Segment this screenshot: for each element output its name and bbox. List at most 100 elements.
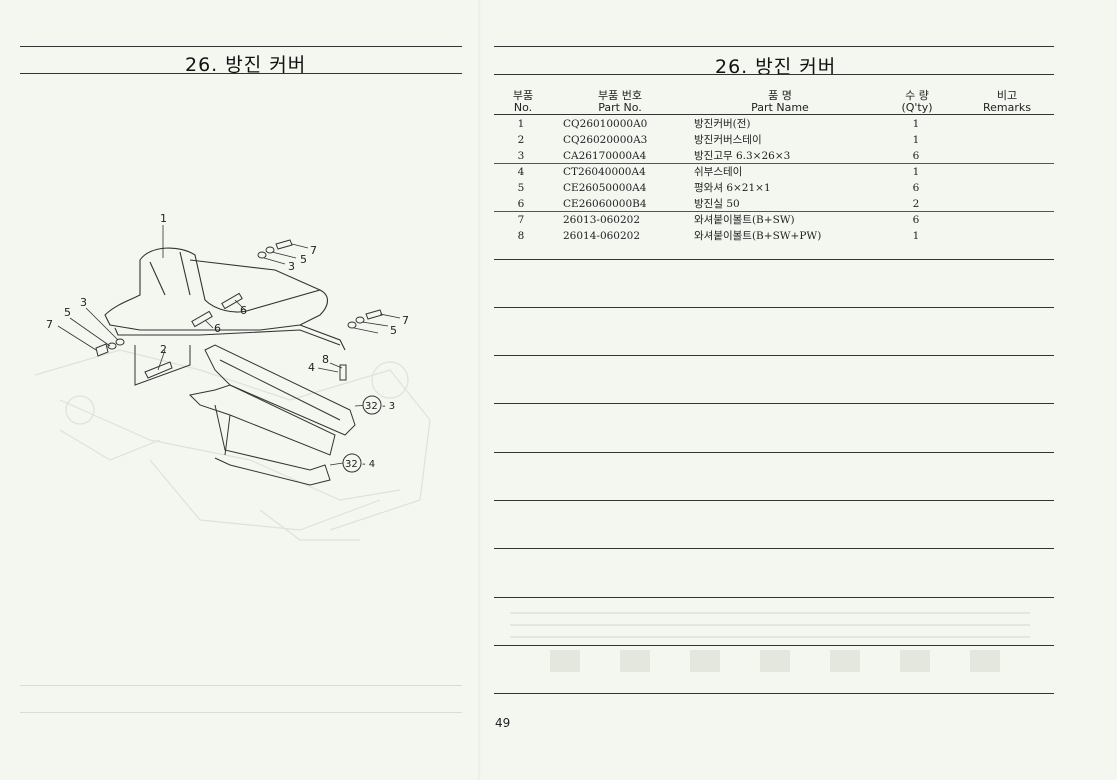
table-row: 3 CA26170000A4 방진고무 6.3×26×3 6 (480, 148, 1117, 164)
header-rule (494, 114, 1054, 115)
callout-6a: 6 (240, 304, 247, 317)
row-part-no: CE26060000B4 (563, 198, 647, 210)
reference-callout-32-3: 32 - 3 (362, 395, 395, 415)
dust-cover-part (104, 247, 346, 351)
row-qty: 1 (912, 166, 920, 178)
row-part-no: CQ26010000A0 (563, 118, 648, 130)
row-part-no: CT26040000A4 (563, 166, 646, 178)
callout-leaders (57, 225, 401, 466)
svg-text:32: 32 (345, 459, 358, 470)
callout-4: 4 (308, 361, 315, 374)
row-part-no: 26013-060202 (563, 214, 641, 226)
row-no: 4 (517, 166, 525, 178)
ruled-line (494, 693, 1054, 694)
row-part-name: 평와셔 6×21×1 (694, 182, 771, 194)
callout-5b: 5 (390, 324, 397, 337)
title-rule-top (20, 46, 462, 47)
table-row: 5 CE26050000A4 평와셔 6×21×1 6 (480, 180, 1117, 196)
row-part-name: 와셔붙이볼트(B+SW+PW) (694, 230, 822, 242)
bleed-through-shading (510, 650, 1030, 672)
callout-5a: 5 (300, 253, 307, 266)
left-page-title: 26. 방진 커버 (185, 54, 307, 76)
callout-7a: 7 (310, 244, 317, 257)
left-page: 26. 방진 커버 (0, 0, 480, 780)
row-no: 1 (517, 118, 525, 130)
callout-7c: 7 (46, 318, 53, 331)
row-no: 5 (517, 182, 525, 194)
callout-7b: 7 (402, 314, 409, 327)
row-part-name: 방진커버스테이 (694, 134, 762, 146)
bleed-rule-2 (20, 712, 462, 713)
table-row: 2 CQ26020000A3 방진커버스테이 1 (480, 132, 1117, 148)
row-part-no: 26014-060202 (563, 230, 641, 242)
row-part-name: 방진실 50 (694, 198, 740, 210)
callout-2: 2 (160, 343, 167, 356)
callout-8: 8 (322, 353, 329, 366)
row-qty: 6 (912, 214, 920, 226)
svg-text:32: 32 (365, 401, 378, 412)
svg-text:- 3: - 3 (382, 401, 395, 412)
row-no: 3 (517, 150, 525, 162)
ruled-line (494, 403, 1054, 404)
svg-text:- 4: - 4 (362, 459, 375, 470)
ruled-line (494, 597, 1054, 598)
table-row: 8 26014-060202 와셔붙이볼트(B+SW+PW) 1 (480, 228, 1117, 244)
ruled-line (494, 307, 1054, 308)
row-part-name: 쉬부스테이 (694, 166, 743, 178)
exploded-parts-diagram: 1 2 3 3 4 5 5 5 6 6 7 7 7 8 32 - 3 32 - … (34, 212, 431, 541)
ruled-line (494, 548, 1054, 549)
row-no: 2 (517, 134, 525, 146)
row-qty: 1 (912, 134, 920, 146)
table-row: 1 CQ26010000A0 방진커버(전) 1 (480, 116, 1117, 132)
row-qty: 6 (912, 150, 920, 162)
ruled-line (494, 500, 1054, 501)
page-number: 49 (495, 716, 511, 730)
header-qty: 수 량(Q'ty) (901, 89, 933, 114)
callout-5c: 5 (64, 306, 71, 319)
callout-1: 1 (160, 212, 167, 225)
title-rule-bottom (20, 73, 462, 74)
row-part-name: 방진고무 6.3×26×3 (694, 150, 791, 162)
row-no: 7 (517, 214, 525, 226)
row-part-name: 방진커버(전) (694, 118, 751, 130)
cover-stay-part (134, 345, 191, 386)
row-part-name: 와셔붙이볼트(B+SW) (694, 214, 795, 226)
table-row: 4 CT26040000A4 쉬부스테이 1 (480, 164, 1117, 180)
row-qty: 2 (912, 198, 920, 210)
table-row: 6 CE26060000B4 방진실 50 2 (480, 196, 1117, 212)
shield-stay-part (188, 344, 356, 486)
row-qty: 1 (912, 230, 920, 242)
background-frame-ghost (34, 349, 431, 541)
bolts-and-washers (95, 239, 383, 381)
row-group-rule (494, 211, 1054, 212)
row-qty: 1 (912, 118, 920, 130)
row-no: 8 (517, 230, 525, 242)
row-qty: 6 (912, 182, 920, 194)
bleed-through-shading (510, 602, 1030, 642)
callout-numbers: 1 2 3 3 4 5 5 5 6 6 7 7 7 8 (46, 212, 409, 374)
row-part-no: CE26050000A4 (563, 182, 647, 194)
callout-3a: 3 (288, 260, 295, 273)
callout-6b: 6 (214, 322, 221, 335)
table-row: 7 26013-060202 와셔붙이볼트(B+SW) 6 (480, 212, 1117, 228)
rubber-strip-parts (191, 292, 243, 328)
row-part-no: CA26170000A4 (563, 150, 647, 162)
right-page-title: 26. 방진 커버 (715, 56, 837, 78)
row-group-rule (494, 163, 1054, 164)
ruled-line (494, 355, 1054, 356)
ruled-line (494, 452, 1054, 453)
bleed-rule (20, 685, 462, 686)
row-part-no: CQ26020000A3 (563, 134, 648, 146)
ruled-line (494, 259, 1054, 260)
reference-callout-32-4: 32 - 4 (342, 453, 375, 473)
ruled-line (494, 645, 1054, 646)
page-gutter (478, 0, 482, 780)
title-rule-top (494, 46, 1054, 47)
title-rule-bottom (494, 74, 1054, 75)
callout-3b: 3 (80, 296, 87, 309)
